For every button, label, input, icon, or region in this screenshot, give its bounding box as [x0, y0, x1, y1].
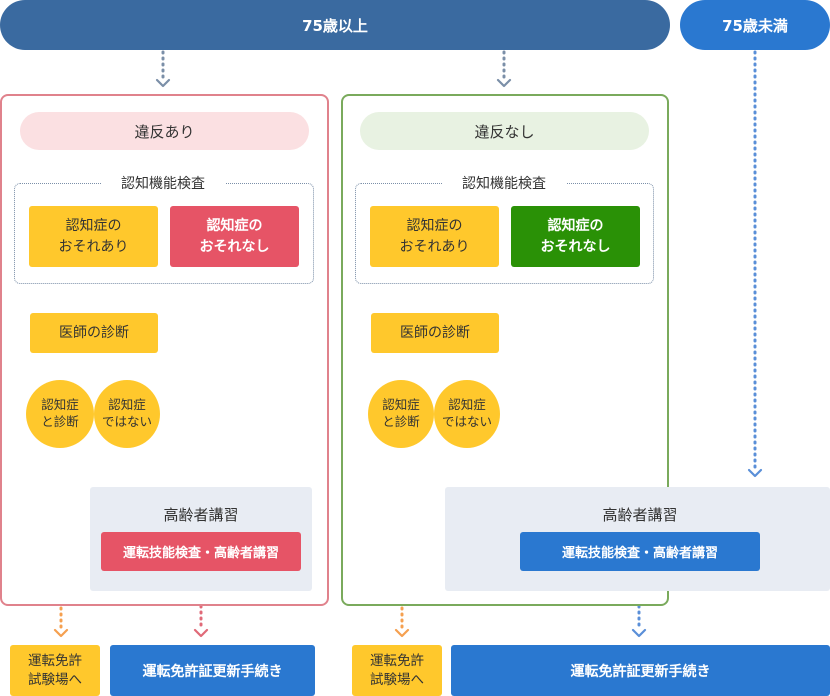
license-renewal-left-text: 運転免許証更新手続き	[142, 663, 283, 680]
violation-yes-condition-label: 違反あり	[134, 122, 195, 141]
risk-yes-right-line1: 認知症の	[406, 218, 463, 235]
test-center-outcome-left: 運転免許 試験場へ	[10, 645, 100, 696]
violation-no-condition-label: 違反なし	[474, 122, 535, 141]
senior-course-title-left: 高齢者講習	[90, 503, 312, 525]
risk-no-box-right: 認知症の おそれなし	[511, 206, 640, 267]
risk-yes-right-line2: おそれあり	[399, 238, 470, 255]
test-center-outcome-right: 運転免許 試験場へ	[352, 645, 442, 696]
age-75-over-label: 75歳以上	[302, 16, 368, 35]
diagnosed-dementia-left: 認知症 と診断	[26, 380, 94, 448]
license-renewal-outcome-left: 運転免許証更新手続き	[110, 645, 315, 696]
risk-no-left-line1: 認知症の	[206, 218, 263, 235]
senior-course-title-right: 高齢者講習	[445, 503, 830, 525]
cognitive-exam-title-right: 認知機能検査	[442, 172, 566, 194]
diag-yes-left-line2: と診断	[41, 414, 79, 429]
driving-skill-test-button-left: 運転技能検査・高齢者講習	[101, 532, 301, 571]
risk-no-right-line2: おそれなし	[540, 238, 611, 255]
risk-yes-box-left: 認知症の おそれあり	[29, 206, 158, 267]
age-75-under-label: 75歳未満	[722, 16, 788, 35]
diag-yes-right-line2: と診断	[382, 414, 420, 429]
age-75-under-header: 75歳未満	[680, 0, 830, 50]
risk-yes-left-line2: おそれあり	[58, 238, 129, 255]
cognitive-exam-title-right-text: 認知機能検査	[462, 176, 546, 192]
license-renewal-outcome-right: 運転免許証更新手続き	[451, 645, 830, 696]
cognitive-exam-title-left: 認知機能検査	[101, 172, 225, 194]
test-center-left-line1: 運転免許	[28, 652, 82, 669]
not-dementia-left: 認知症 ではない	[94, 380, 160, 448]
driving-skill-test-right-text: 運転技能検査・高齢者講習	[561, 546, 718, 561]
test-center-right-line1: 運転免許	[370, 652, 424, 669]
doctor-diagnosis-left: 医師の診断	[30, 313, 158, 353]
doctor-diagnosis-right-text: 医師の診断	[400, 324, 470, 341]
test-center-left-line2: 試験場へ	[28, 671, 82, 688]
diag-no-left-line2: ではない	[101, 414, 152, 429]
senior-course-title-right-text: 高齢者講習	[602, 505, 678, 524]
diag-no-left-line1: 認知症	[108, 397, 146, 413]
senior-course-title-left-text: 高齢者講習	[163, 505, 239, 524]
risk-no-left-line2: おそれなし	[199, 238, 270, 255]
risk-no-right-line1: 認知症の	[547, 218, 604, 235]
risk-no-box-left: 認知症の おそれなし	[170, 206, 299, 267]
license-renewal-right-text: 運転免許証更新手続き	[570, 663, 711, 680]
test-center-right-line2: 試験場へ	[370, 671, 424, 688]
cognitive-exam-title-left-text: 認知機能検査	[121, 176, 205, 192]
risk-yes-box-right: 認知症の おそれあり	[370, 206, 499, 267]
diag-yes-left-line1: 認知症	[41, 397, 79, 413]
violation-yes-condition: 違反あり	[20, 112, 309, 150]
violation-no-condition: 違反なし	[360, 112, 649, 150]
diag-no-right-line1: 認知症	[448, 397, 486, 413]
risk-yes-left-line1: 認知症の	[65, 218, 122, 235]
diagnosed-dementia-right: 認知症 と診断	[368, 380, 434, 448]
age-75-over-header: 75歳以上	[0, 0, 670, 50]
driving-skill-test-button-right: 運転技能検査・高齢者講習	[520, 532, 760, 571]
doctor-diagnosis-right: 医師の診断	[371, 313, 499, 353]
diag-yes-right-line1: 認知症	[382, 397, 420, 413]
doctor-diagnosis-left-text: 医師の診断	[59, 324, 129, 341]
diag-no-right-line2: ではない	[441, 414, 492, 429]
not-dementia-right: 認知症 ではない	[434, 380, 500, 448]
driving-skill-test-left-text: 運転技能検査・高齢者講習	[122, 546, 279, 561]
